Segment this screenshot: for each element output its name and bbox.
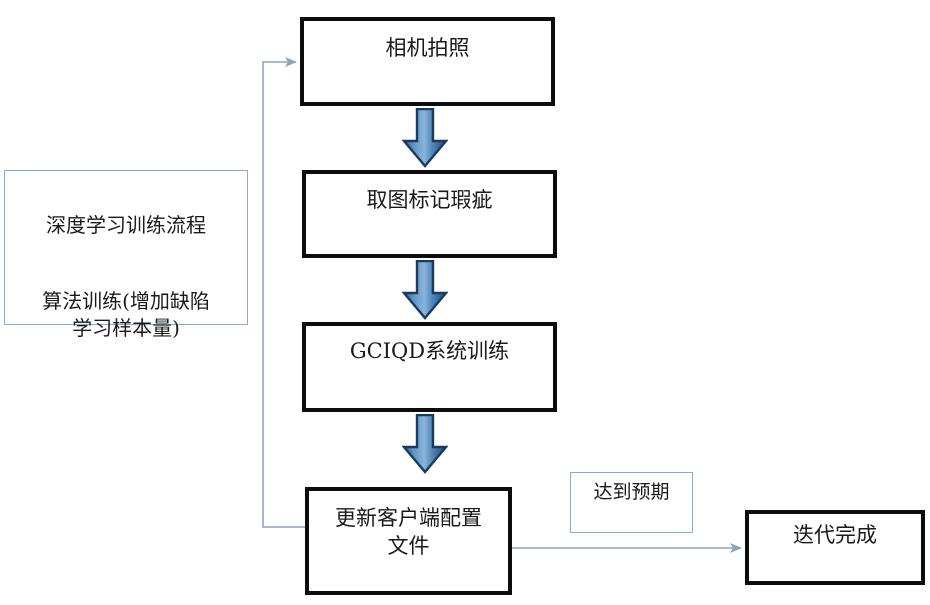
down-arrow-icon-3 xyxy=(402,414,448,474)
node-iteration-complete[interactable]: 迭代完成 xyxy=(745,510,925,585)
node-mark-defects-label: 取图标记瑕疵 xyxy=(366,188,493,212)
down-arrow-icon-2 xyxy=(402,260,448,320)
edge-label-expected-text: 达到预期 xyxy=(593,481,670,503)
edge-update-to-camera xyxy=(262,57,305,528)
node-camera-capture[interactable]: 相机拍照 xyxy=(300,17,555,106)
note-line-1: 深度学习训练流程 xyxy=(46,213,206,237)
node-camera-capture-label: 相机拍照 xyxy=(385,36,470,60)
note-box: 深度学习训练流程 算法训练(增加缺陷 学习样本量) xyxy=(4,170,248,340)
note-box-label: 深度学习训练流程 算法训练(增加缺陷 学习样本量) xyxy=(5,171,247,340)
down-arrow-icon-1 xyxy=(402,108,448,168)
node-iteration-complete-label: 迭代完成 xyxy=(793,523,877,547)
node-update-client-config-label: 更新客户端配置 文件 xyxy=(335,506,482,559)
node-gciqd-training-label: GCIQD系统训练 xyxy=(349,339,510,363)
note-line-2: 算法训练(增加缺陷 学习样本量) xyxy=(42,289,210,340)
node-gciqd-training[interactable]: GCIQD系统训练 xyxy=(302,322,557,412)
node-update-client-config[interactable]: 更新客户端配置 文件 xyxy=(305,487,512,595)
node-mark-defects[interactable]: 取图标记瑕疵 xyxy=(302,170,557,258)
edge-label-expected: 达到预期 xyxy=(570,472,693,533)
